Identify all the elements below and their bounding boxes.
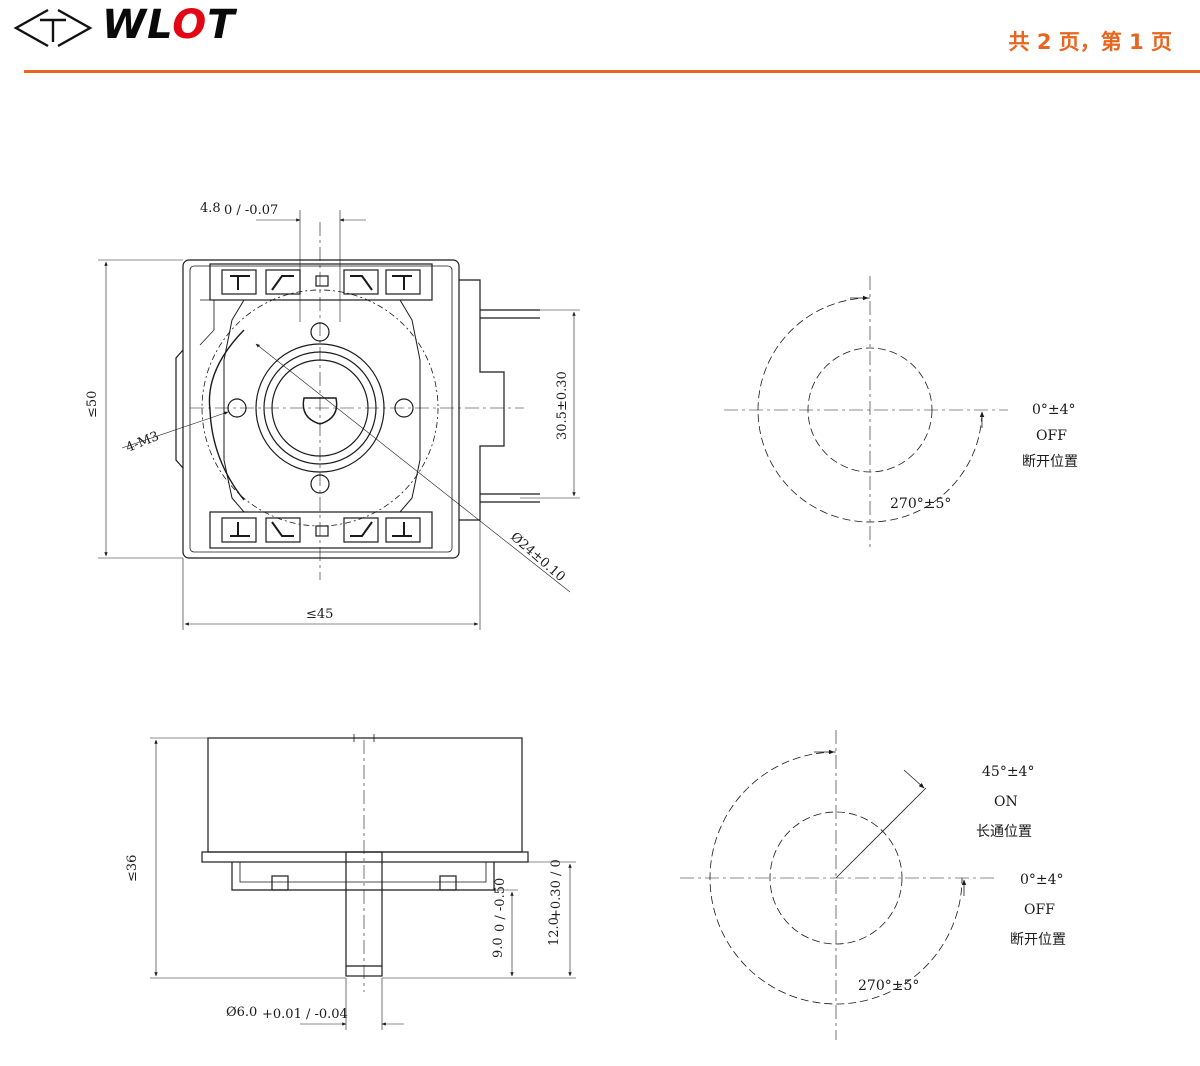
r2-angle-total: 270°±5° [858, 978, 919, 994]
t-arrow-logo-icon [10, 6, 96, 56]
header-divider [24, 70, 1200, 73]
dim-shaft-9-tol: 0 / -0.50 [493, 878, 508, 932]
r1-angle-total: 270°±5° [890, 496, 951, 512]
page-count: 共 2 页，第 1 页 [1008, 30, 1172, 54]
dim-shaft-diameter: Ø6.0 [226, 1005, 257, 1020]
rotation-diagram-1 [724, 276, 1008, 548]
front-view [98, 210, 580, 630]
r2-state-off: OFF [1024, 902, 1055, 918]
side-view [150, 734, 576, 1030]
brand-logo: WLOT [102, 2, 236, 48]
r1-angle-off: 0°±4° [1032, 402, 1076, 418]
dim-side-height-36: ≤36 [125, 855, 140, 882]
r2-state-off-cn: 断开位置 [1010, 932, 1066, 948]
dim-holes-m3: 4-M3 [124, 429, 161, 456]
rotation-diagram-2 [680, 730, 996, 1040]
r2-angle-on: 45°±4° [982, 764, 1034, 780]
r2-state-on-cn: 长通位置 [976, 824, 1032, 840]
r1-state-off: OFF [1036, 428, 1067, 444]
page-header: WLOT 共 2 页，第 1 页 [0, 0, 1200, 76]
dim-height-50: ≤50 [85, 391, 100, 418]
dim-shaft-9: 9.0 [491, 937, 506, 958]
dim-shaft-width: 4.8 [200, 201, 221, 216]
dim-shaft-diameter-tol: +0.01 / -0.04 [262, 1007, 348, 1022]
dim-diameter-24: Ø24±0.10 [507, 530, 567, 585]
dim-shaft-12-tol: +0.30 / 0 [549, 859, 564, 920]
dim-terminal-span: 30.5±0.30 [555, 371, 570, 440]
r1-state-off-cn: 断开位置 [1022, 454, 1078, 470]
r2-state-on: ON [994, 794, 1018, 810]
dim-width-45: ≤45 [306, 607, 333, 622]
dim-shaft-12: 12.0 [547, 917, 562, 946]
dim-shaft-width-tol: 0 / -0.07 [224, 203, 278, 218]
r2-angle-off: 0°±4° [1020, 872, 1064, 888]
